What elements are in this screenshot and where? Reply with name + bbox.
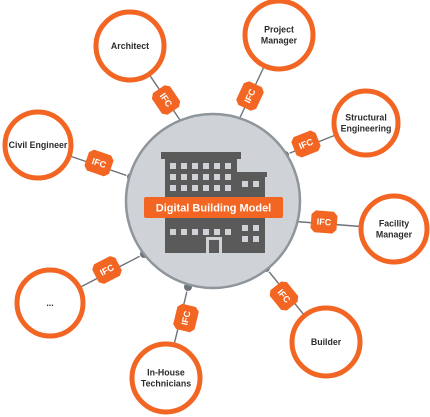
node-circle bbox=[129, 341, 203, 415]
window bbox=[170, 229, 176, 235]
ifc-tag-shape bbox=[236, 81, 264, 111]
window bbox=[170, 163, 176, 169]
window bbox=[192, 174, 198, 180]
window bbox=[181, 229, 187, 235]
ifc-tag-shape bbox=[269, 281, 299, 311]
node-circle bbox=[93, 9, 167, 83]
window bbox=[225, 163, 231, 169]
window bbox=[181, 163, 187, 169]
window bbox=[192, 229, 198, 235]
ifc-tag: IFC bbox=[269, 281, 299, 311]
ifc-tag: IFC bbox=[151, 85, 181, 115]
window bbox=[242, 236, 248, 242]
node-label: ... bbox=[46, 298, 53, 308]
node-label: Project bbox=[264, 25, 294, 35]
node-builder: Builder bbox=[289, 305, 363, 379]
node-circle bbox=[242, 0, 316, 72]
window bbox=[253, 225, 259, 231]
ifc-tag-shape bbox=[291, 130, 321, 158]
node-label: Engineering bbox=[341, 124, 392, 134]
node-label: Facility bbox=[379, 219, 409, 229]
window bbox=[170, 174, 176, 180]
ifc-tag-shape bbox=[173, 303, 199, 333]
window bbox=[181, 185, 187, 191]
node-label: Technicians bbox=[141, 379, 191, 389]
node-circle bbox=[289, 305, 363, 379]
node-circle bbox=[2, 109, 74, 181]
node-circle bbox=[331, 88, 401, 158]
window bbox=[253, 181, 259, 187]
node-label: Structural bbox=[345, 113, 387, 123]
window bbox=[203, 163, 209, 169]
window bbox=[225, 185, 231, 191]
window bbox=[214, 163, 220, 169]
ifc-tag-label: IFC bbox=[91, 156, 108, 170]
node-label: Builder bbox=[311, 337, 342, 347]
ifc-tag-shape bbox=[310, 210, 338, 234]
ifc-tag: IFC bbox=[84, 149, 114, 177]
node-civil-engineer: Civil Engineer bbox=[2, 109, 74, 181]
building-windows bbox=[170, 163, 259, 242]
building-door-inner bbox=[209, 240, 219, 253]
ifc-tag-shape bbox=[84, 149, 114, 177]
window bbox=[214, 185, 220, 191]
window bbox=[214, 174, 220, 180]
window bbox=[253, 236, 259, 242]
ifc-tag: IFC bbox=[291, 130, 321, 158]
window bbox=[225, 229, 231, 235]
ifc-tag: IFC bbox=[310, 210, 338, 234]
node-architect: Architect bbox=[93, 9, 167, 83]
ifc-tag: IFC bbox=[173, 303, 199, 333]
ifc-tag-label: IFC bbox=[179, 309, 192, 326]
window bbox=[203, 229, 209, 235]
ifc-tag: IFC bbox=[92, 256, 122, 284]
window bbox=[214, 229, 220, 235]
node-label: Architect bbox=[111, 41, 149, 51]
node-other: ... bbox=[14, 267, 86, 339]
window bbox=[242, 181, 248, 187]
ifc-tag: IFC bbox=[236, 81, 264, 111]
window bbox=[242, 225, 248, 231]
ifc-tag-shape bbox=[151, 85, 181, 115]
center-label: Digital Building Model bbox=[156, 203, 272, 215]
node-label: Civil Engineer bbox=[9, 140, 68, 150]
window bbox=[192, 185, 198, 191]
node-circle bbox=[14, 267, 86, 339]
hub: Digital Building Model bbox=[124, 112, 302, 290]
node-label: Manager bbox=[376, 230, 413, 240]
ifc-tag-label: IFC bbox=[316, 216, 332, 227]
window bbox=[192, 163, 198, 169]
ifc-tag-shape bbox=[92, 256, 122, 284]
node-label: In-House bbox=[147, 368, 185, 378]
window bbox=[181, 174, 187, 180]
window bbox=[170, 185, 176, 191]
node-label: Manager bbox=[261, 36, 298, 46]
window bbox=[203, 174, 209, 180]
window bbox=[203, 185, 209, 191]
node-circle bbox=[358, 193, 430, 265]
center-label-bg bbox=[144, 197, 283, 218]
window bbox=[225, 174, 231, 180]
